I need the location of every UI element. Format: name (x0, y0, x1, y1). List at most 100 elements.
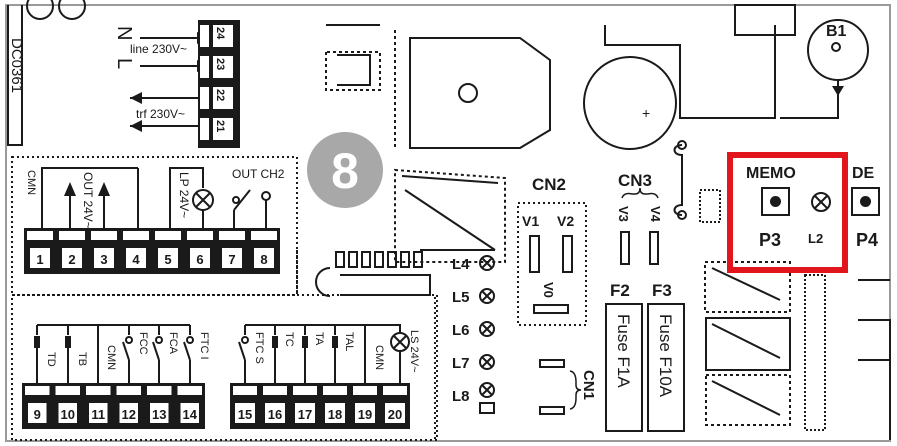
input-label: TAL (343, 332, 355, 351)
mains-terminal-24[interactable]: 24 (200, 25, 233, 47)
fuse-rating: Fuse F10A (656, 314, 675, 398)
terminal-number: 2 (68, 252, 75, 267)
led-label: L5 (452, 289, 470, 306)
terminal-number: 20 (388, 407, 402, 422)
terminal-18[interactable]: 18 (323, 386, 347, 423)
p4-label: P4 (856, 230, 878, 250)
neutral-label: N (113, 26, 135, 40)
cn3-title: CN3 (618, 171, 652, 190)
terminal-number: 4 (132, 252, 140, 267)
terminal-1[interactable]: 1 (27, 231, 53, 268)
terminal-17[interactable]: 17 (293, 386, 317, 423)
led-l4: L4 (452, 255, 495, 273)
input-label: FTC I (198, 332, 210, 360)
cn3-v3: V3 (616, 206, 631, 222)
terminal-2[interactable]: 2 (59, 231, 85, 268)
input-label: CMN (373, 345, 385, 370)
terminal-20[interactable]: 20 (383, 386, 407, 423)
terminal-number: 7 (228, 252, 235, 267)
terminal-14[interactable]: 14 (177, 386, 203, 423)
p3-button[interactable] (761, 187, 790, 216)
fuse-id: F3 (652, 281, 672, 300)
terminal-7[interactable]: 7 (219, 231, 245, 268)
led-l5: L5 (452, 288, 495, 306)
cn2-connector: CN2 V1 V2 V0 (517, 175, 587, 326)
terminal-number: 17 (298, 407, 312, 422)
terminal-8[interactable]: 8 (251, 231, 277, 268)
terminal-number: 24 (214, 27, 226, 40)
led-label: L4 (452, 256, 470, 273)
cn1-label: CN1 (580, 370, 597, 400)
mains-terminal-block: DC0361 N L line 230V~ trf 230V~ 24 23 22 21 (7, 0, 240, 148)
terminal-5[interactable]: 5 (155, 231, 181, 268)
led-icon (479, 354, 495, 370)
terminal-number: 9 (34, 407, 41, 422)
mains-terminal-21[interactable]: 21 (200, 118, 233, 140)
terminal-number: 1 (36, 252, 43, 267)
terminal-13[interactable]: 13 (147, 386, 172, 423)
terminal-19[interactable]: 19 (353, 386, 377, 423)
line-230v-label: line 230V~ (130, 42, 187, 56)
terminal-number: 13 (152, 407, 166, 422)
cn3-v4: V4 (648, 206, 663, 223)
led-l6: L6 (452, 321, 495, 339)
cn2-v2: V2 (557, 213, 574, 229)
p3-button-dot-icon (770, 196, 781, 207)
mains-terminal-22[interactable]: 22 (200, 87, 233, 109)
trf-230v-label: trf 230V~ (136, 107, 185, 121)
buzzer-label: B1 (826, 23, 847, 40)
led-l7: L7 (452, 354, 495, 372)
terminal-16[interactable]: 16 (263, 386, 287, 423)
terminal-10[interactable]: 10 (55, 386, 81, 423)
terminal-9[interactable]: 9 (25, 386, 50, 423)
background-components: + (315, 4, 891, 440)
terminal-6[interactable]: 6 (187, 231, 213, 268)
input-label: CMN (105, 345, 117, 370)
terminal-number: 3 (100, 252, 107, 267)
terminal-11[interactable]: 11 (86, 386, 111, 423)
led-label: L8 (452, 388, 470, 405)
p4-button[interactable] (851, 187, 880, 216)
terminal-number: 10 (61, 407, 75, 422)
led-label: L7 (452, 355, 470, 372)
terminal-4[interactable]: 4 (123, 231, 149, 268)
terminal-number: 5 (164, 252, 171, 267)
step-badge (307, 132, 383, 208)
resistor-array (335, 251, 423, 268)
terminal-number: 18 (328, 407, 342, 422)
terminal-3[interactable]: 3 (91, 231, 117, 268)
terminal-number: 19 (358, 407, 372, 422)
input-label: FCA (167, 332, 179, 355)
ground-symbol-icon (58, 0, 86, 20)
board-code: DC0361 (8, 38, 25, 93)
fuse-id: F2 (610, 281, 630, 300)
led-label: L6 (452, 322, 470, 339)
terminal-number: 6 (196, 252, 203, 267)
terminal-12[interactable]: 12 (116, 386, 142, 423)
led-l8: L8 (452, 382, 495, 414)
next-section-title: DE (852, 165, 875, 182)
p3-label: P3 (759, 230, 781, 250)
terminal-number: 14 (183, 407, 198, 422)
fuse-body (647, 303, 685, 432)
led-icon (479, 382, 495, 398)
mains-terminal-23[interactable]: 23 (200, 56, 233, 78)
led-icon (479, 255, 495, 271)
memo-title: MEMO (746, 165, 796, 182)
terminal-number: 15 (238, 407, 252, 422)
input-label: LS 24V~ (408, 330, 420, 373)
line-label: L (113, 58, 135, 69)
terminal-15[interactable]: 15 (233, 386, 257, 423)
terminal-number: 16 (268, 407, 282, 422)
out-ch2-label: OUT CH2 (232, 167, 285, 181)
terminal-number: 12 (122, 407, 136, 422)
diagram-frame (5, 4, 891, 442)
cn3-connector: CN3 V3 V4 (616, 171, 663, 265)
input-label: FCC (137, 332, 149, 355)
